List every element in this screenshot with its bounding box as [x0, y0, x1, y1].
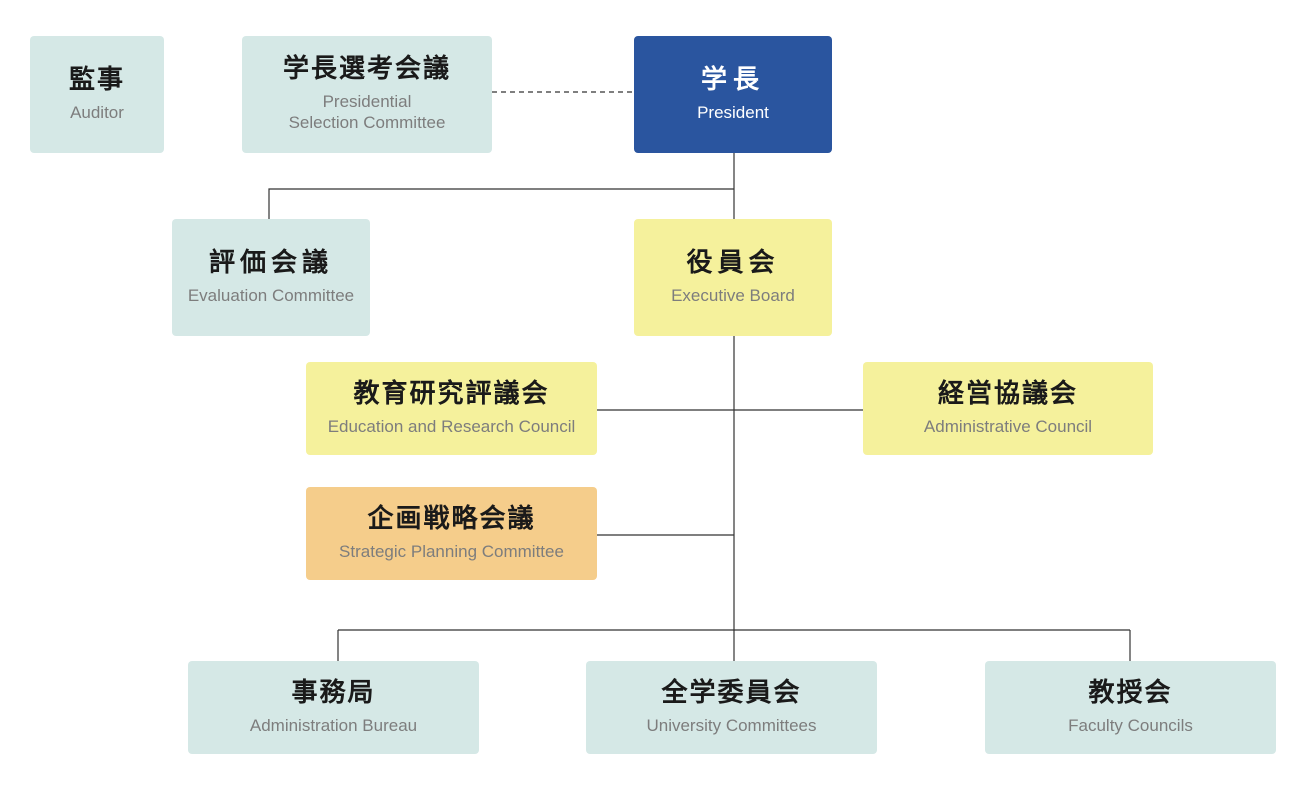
strategic-planning-committee-box: 企画戦略会議 Strategic Planning Committee [306, 487, 597, 580]
selection-committee-ja-label: 学長選考会議 [282, 54, 451, 85]
administrative-council-box: 経営協議会 Administrative Council [863, 362, 1153, 455]
education-research-council-ja-label: 教育研究評議会 [353, 378, 550, 409]
university-committees-box: 全学委員会 University Committees [586, 661, 877, 754]
faculty-councils-en-label: Faculty Councils [1068, 715, 1193, 735]
auditor-en-label: Auditor [70, 102, 124, 122]
faculty-councils-ja-label: 教授会 [1088, 677, 1173, 708]
executive-board-ja-label: 役員会 [686, 247, 780, 278]
evaluation-committee-box: 評価会議 Evaluation Committee [172, 219, 370, 336]
auditor-box: 監事 Auditor [30, 36, 164, 153]
education-research-council-box: 教育研究評議会 Education and Research Council [306, 362, 597, 455]
administration-bureau-en-label: Administration Bureau [249, 715, 418, 735]
executive-board-box: 役員会 Executive Board [634, 219, 832, 336]
executive-board-en-label: Executive Board [671, 285, 795, 305]
auditor-ja-label: 監事 [68, 64, 125, 95]
university-committees-en-label: University Committees [646, 715, 817, 735]
administration-bureau-ja-label: 事務局 [291, 677, 376, 708]
selection-committee-en-label: Presidential Selection Committee [288, 92, 446, 133]
strategic-planning-committee-ja-label: 企画戦略会議 [367, 503, 536, 534]
faculty-councils-box: 教授会 Faculty Councils [985, 661, 1276, 754]
administration-bureau-box: 事務局 Administration Bureau [188, 661, 479, 754]
president-en-label: President [697, 102, 769, 122]
president-evaluation-link [268, 188, 734, 219]
university-committees-ja-label: 全学委員会 [661, 677, 802, 708]
administrative-council-ja-label: 経営協議会 [937, 378, 1078, 409]
strategic-planning-committee-en-label: Strategic Planning Committee [339, 541, 564, 561]
president-ja-label: 学長 [700, 64, 765, 95]
evaluation-committee-ja-label: 評価会議 [208, 247, 333, 278]
education-research-council-en-label: Education and Research Council [327, 416, 576, 436]
administrative-council-en-label: Administrative Council [923, 416, 1093, 436]
selection-committee-box: 学長選考会議 Presidential Selection Committee [242, 36, 492, 153]
evaluation-committee-en-label: Evaluation Committee [187, 285, 355, 305]
president-box: 学長 President [634, 36, 832, 153]
